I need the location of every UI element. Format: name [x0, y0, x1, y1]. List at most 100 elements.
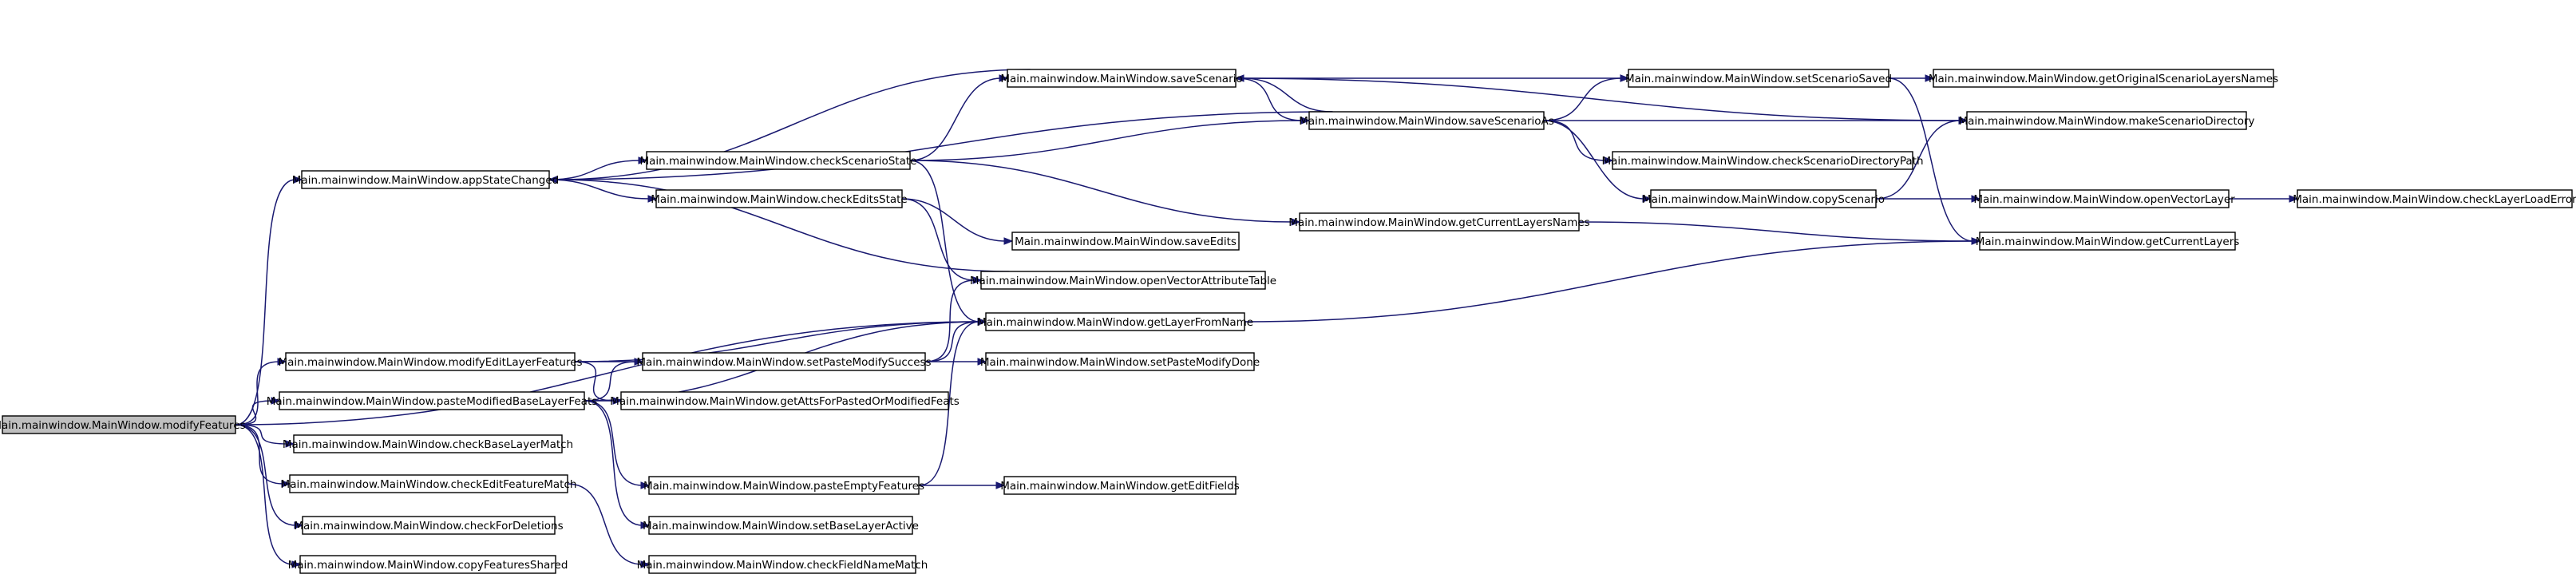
edge-line [909, 120, 1304, 161]
edge-appStateChanged-to-checkScenarioState [548, 156, 648, 180]
node-setPasteModifyDone[interactable]: Main.mainwindow.MainWindow.setPasteModif… [980, 352, 1260, 371]
edge-arrowhead-icon [640, 560, 651, 568]
edge-line [235, 321, 980, 426]
edge-line [1578, 221, 1974, 242]
edge-checkScenarioState-to-saveScenario [909, 74, 1009, 161]
edge-arrowhead-icon [612, 397, 623, 405]
edge-arrowhead-icon [638, 156, 648, 164]
edge-openVectorLayer-to-checkLayerLoadError [2229, 195, 2299, 203]
node-copyFeaturesShared[interactable]: Main.mainwindow.MainWindow.copyFeaturesS… [288, 555, 568, 574]
node-checkFieldNameMatch[interactable]: Main.mainwindow.MainWindow.checkFieldNam… [637, 555, 928, 574]
node-getLayerFromName[interactable]: Main.mainwindow.MainWindow.getLayerFromN… [977, 312, 1253, 331]
node-label: Main.mainwindow.MainWindow.openVectorLay… [1973, 193, 2235, 206]
node-box [1966, 111, 2247, 130]
edge-getLayerFromName-to-getCurrentLayers [1244, 237, 1981, 323]
node-box [299, 555, 556, 574]
node-makeScenarioDirectory[interactable]: Main.mainwindow.MainWindow.makeScenarioD… [1959, 111, 2255, 130]
edge-arrowhead-icon [1958, 117, 1969, 125]
edge-modifyFeatures-to-modifyEditLayerFeatures [235, 358, 287, 426]
node-openVectorLayer[interactable]: Main.mainwindow.MainWindow.openVectorLay… [1973, 189, 2235, 208]
edge-line [924, 279, 975, 362]
node-checkEditsState[interactable]: Main.mainwindow.MainWindow.checkEditsSta… [651, 189, 908, 208]
edge-arrowhead-icon [291, 560, 302, 568]
edge-saveScenarioAs-to-copyScenario [1543, 120, 1652, 203]
node-setBaseLayerActive[interactable]: Main.mainwindow.MainWindow.setBaseLayerA… [643, 516, 919, 535]
node-label: Main.mainwindow.MainWindow.getEditFields [1000, 480, 1240, 493]
edge-pasteModifiedBaseLayerFeats-to-pasteEmptyFeatures [584, 400, 651, 489]
edge-arrowhead-icon [548, 176, 558, 184]
node-copyScenario[interactable]: Main.mainwindow.MainWindow.copyScenario [1642, 189, 1885, 208]
edge-arrowhead-icon [2289, 195, 2299, 203]
node-getCurrentLayers[interactable]: Main.mainwindow.MainWindow.getCurrentLay… [1976, 232, 2240, 251]
node-label: Main.mainwindow.MainWindow.makeScenarioD… [1959, 115, 2255, 128]
edge-copyScenario-to-makeScenarioDirectory [1875, 117, 1969, 200]
node-label: Main.mainwindow.MainWindow.checkScenario… [640, 155, 917, 168]
node-getAttsForPastedOrModifiedFeats[interactable]: Main.mainwindow.MainWindow.getAttsForPas… [610, 391, 960, 410]
node-pasteModifiedBaseLayerFeats[interactable]: Main.mainwindow.MainWindow.pasteModified… [267, 391, 598, 410]
node-label: Main.mainwindow.MainWindow.getAttsForPas… [610, 395, 960, 408]
node-box [648, 516, 913, 535]
node-label: Main.mainwindow.MainWindow.checkEditsSta… [651, 193, 907, 206]
node-box [2, 415, 236, 434]
node-checkBaseLayerMatch[interactable]: Main.mainwindow.MainWindow.checkBaseLaye… [283, 434, 573, 453]
edge-line [235, 424, 295, 565]
node-checkLayerLoadError[interactable]: Main.mainwindow.MainWindow.checkLayerLoa… [2293, 189, 2576, 208]
edge-line [584, 400, 643, 486]
edge-line [555, 111, 1333, 180]
edge-saveScenario-to-saveScenarioAs [1235, 77, 1311, 125]
node-label: Main.mainwindow.MainWindow.saveScenarioA… [1299, 115, 1554, 128]
edge-pasteEmptyFeatures-to-getLayerFromName [918, 318, 987, 486]
edge-line [235, 424, 288, 445]
node-checkScenarioState[interactable]: Main.mainwindow.MainWindow.checkScenario… [640, 151, 917, 170]
node-getCurrentLayersNames[interactable]: Main.mainwindow.MainWindow.getCurrentLay… [1288, 212, 1590, 232]
node-box [648, 555, 916, 574]
node-checkForDeletions[interactable]: Main.mainwindow.MainWindow.checkForDelet… [294, 516, 564, 535]
edge-line [909, 160, 980, 323]
node-appStateChanged[interactable]: Main.mainwindow.MainWindow.appStateChang… [292, 170, 559, 189]
node-setPasteModifySuccess[interactable]: Main.mainwindow.MainWindow.setPasteModif… [636, 352, 932, 371]
node-setScenarioSaved[interactable]: Main.mainwindow.MainWindow.setScenarioSa… [1625, 69, 1892, 88]
node-getEditFields[interactable]: Main.mainwindow.MainWindow.getEditFields [1000, 476, 1240, 495]
node-label: Main.mainwindow.MainWindow.setPasteModif… [980, 356, 1260, 369]
node-saveScenarioAs[interactable]: Main.mainwindow.MainWindow.saveScenarioA… [1299, 111, 1554, 130]
edge-line [1235, 77, 1304, 121]
node-box [642, 352, 926, 371]
node-checkEditFeatureMatch[interactable]: Main.mainwindow.MainWindow.checkEditFeat… [281, 474, 577, 493]
edge-pasteEmptyFeatures-to-getEditFields [918, 481, 1006, 489]
edge-arrowhead-icon [1234, 74, 1244, 82]
edge-arrowhead-icon [972, 276, 983, 284]
edge-arrowhead-icon [1604, 156, 1614, 164]
edge-arrowhead-icon [977, 318, 987, 326]
edge-arrowhead-icon [999, 74, 1009, 82]
node-label: Main.mainwindow.MainWindow.setScenarioSa… [1625, 73, 1892, 85]
edge-line [1543, 120, 1645, 200]
edge-arrowhead-icon [285, 440, 295, 448]
edge-arrowhead-icon [640, 521, 651, 529]
node-pasteEmptyFeatures[interactable]: Main.mainwindow.MainWindow.pasteEmptyFea… [643, 476, 924, 495]
edge-pasteModifiedBaseLayerFeats-to-setBaseLayerActive [584, 400, 651, 529]
edge-arrowhead-icon [293, 176, 303, 184]
edge-line [1244, 240, 1974, 323]
node-label: Main.mainwindow.MainWindow.openVectorAtt… [970, 275, 1276, 287]
edge-setPasteModifySuccess-to-setPasteModifyDone [925, 358, 987, 366]
node-getOriginalScenarioLayersNames[interactable]: Main.mainwindow.MainWindow.getOriginalSc… [1929, 69, 2278, 88]
edge-line [235, 400, 274, 426]
edge-openVectorAttributeTable-to-appStateChanged [548, 176, 1010, 272]
edge-arrowhead-icon [1291, 218, 1301, 226]
edge-saveScenarioAs-to-makeScenarioDirectory [1544, 117, 1969, 125]
node-box [301, 170, 550, 189]
edge-line [901, 198, 1007, 242]
node-saveEdits[interactable]: Main.mainwindow.MainWindow.saveEdits [1011, 232, 1240, 251]
node-checkScenarioDirectoryPath[interactable]: Main.mainwindow.MainWindow.checkScenario… [1601, 151, 1924, 170]
node-saveScenario[interactable]: Main.mainwindow.MainWindow.saveScenario [1000, 69, 1243, 88]
node-openVectorAttributeTable[interactable]: Main.mainwindow.MainWindow.openVectorAtt… [970, 271, 1276, 290]
node-label: Main.mainwindow.MainWindow.saveScenario [1000, 73, 1242, 85]
node-modifyEditLayerFeatures[interactable]: Main.mainwindow.MainWindow.modifyEditLay… [278, 352, 583, 371]
edge-modifyFeatures-to-checkForDeletions [235, 424, 304, 529]
edge-modifyFeatures-to-appStateChanged [235, 176, 303, 426]
node-modifyFeatures[interactable]: Main.mainwindow.MainWindow.modifyFeature… [0, 415, 246, 434]
edge-line [574, 361, 615, 402]
edge-arrowhead-icon [634, 358, 644, 366]
edge-line [909, 77, 1002, 161]
